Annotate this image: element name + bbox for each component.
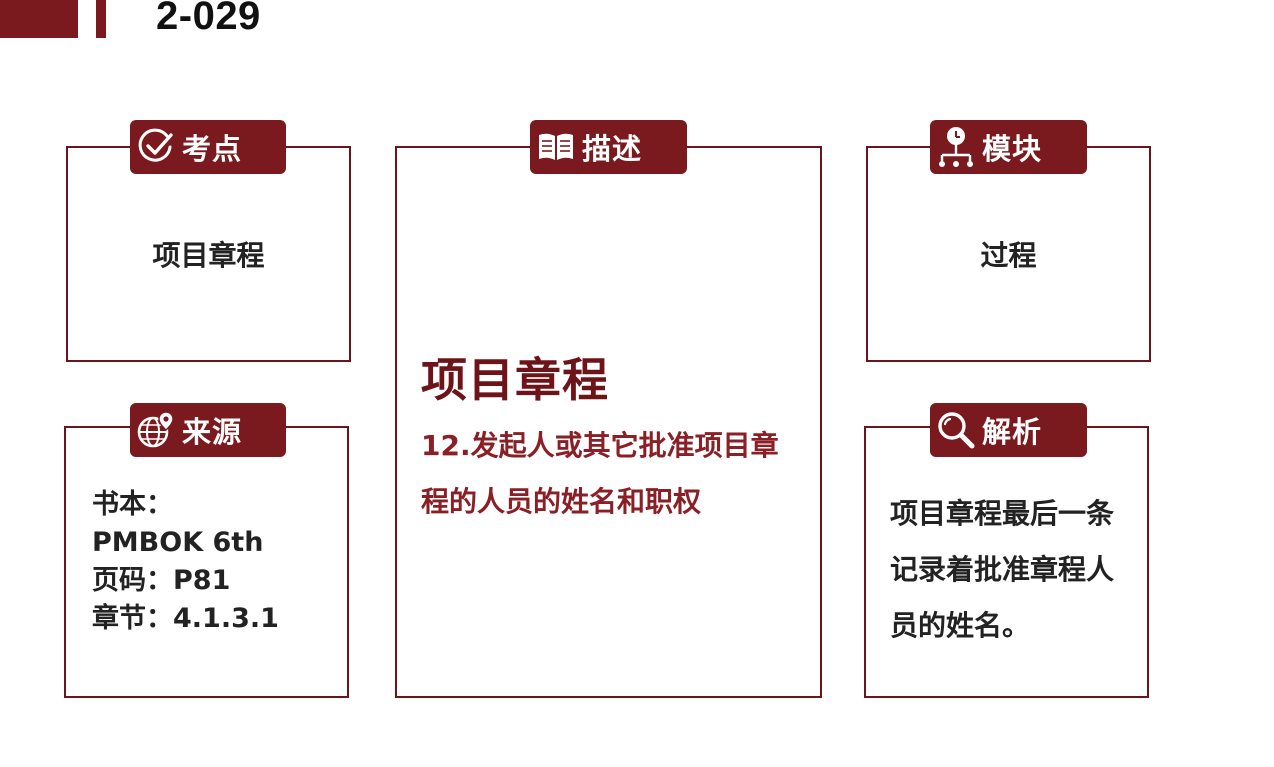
- question-id: 2-029: [156, 0, 261, 38]
- globe-pin-icon: [136, 410, 176, 450]
- header-accent-stripe: [96, 0, 106, 38]
- open-book-icon: [536, 127, 576, 167]
- description-tag: 描述: [530, 120, 687, 174]
- source-tag: 来源: [130, 403, 286, 457]
- header-accent-bar: [0, 0, 78, 38]
- source-line-section: 章节：4.1.3.1: [92, 603, 279, 634]
- source-line-page: 页码：P81: [92, 565, 231, 596]
- description-tag-label: 描述: [582, 132, 643, 166]
- analysis-card: 项目章程最后一条记录着批准章程人员的姓名。: [864, 426, 1149, 698]
- analysis-body: 项目章程最后一条记录着批准章程人员的姓名。: [890, 497, 1115, 642]
- source-line-edition: PMBOK 6th: [92, 527, 264, 558]
- magnifier-icon: [936, 410, 976, 450]
- exam-point-tag: 考点: [130, 120, 286, 174]
- source-card: 书本： PMBOK 6th 页码：P81 章节：4.1.3.1: [64, 426, 349, 698]
- source-lines: 书本： PMBOK 6th 页码：P81 章节：4.1.3.1: [92, 486, 279, 638]
- check-circle-icon: [136, 127, 176, 167]
- analysis-tag: 解析: [930, 403, 1087, 457]
- module-card: 过程: [866, 146, 1151, 362]
- module-tag-label: 模块: [982, 132, 1043, 166]
- exam-point-card: 项目章程: [66, 146, 351, 362]
- module-tag: 模块: [930, 120, 1087, 174]
- exam-point-tag-label: 考点: [182, 132, 243, 166]
- module-content: 过程: [980, 239, 1037, 272]
- process-flow-icon: [936, 127, 976, 167]
- description-title: 项目章程: [421, 353, 609, 407]
- exam-point-content: 项目章程: [152, 239, 265, 272]
- analysis-tag-label: 解析: [982, 415, 1043, 449]
- description-card: 项目章程 12.发起人或其它批准项目章程的人员的姓名和职权: [395, 146, 822, 698]
- description-body: 12.发起人或其它批准项目章程的人员的姓名和职权: [421, 429, 779, 518]
- source-tag-label: 来源: [182, 415, 243, 449]
- source-line-book: 书本：: [92, 489, 173, 520]
